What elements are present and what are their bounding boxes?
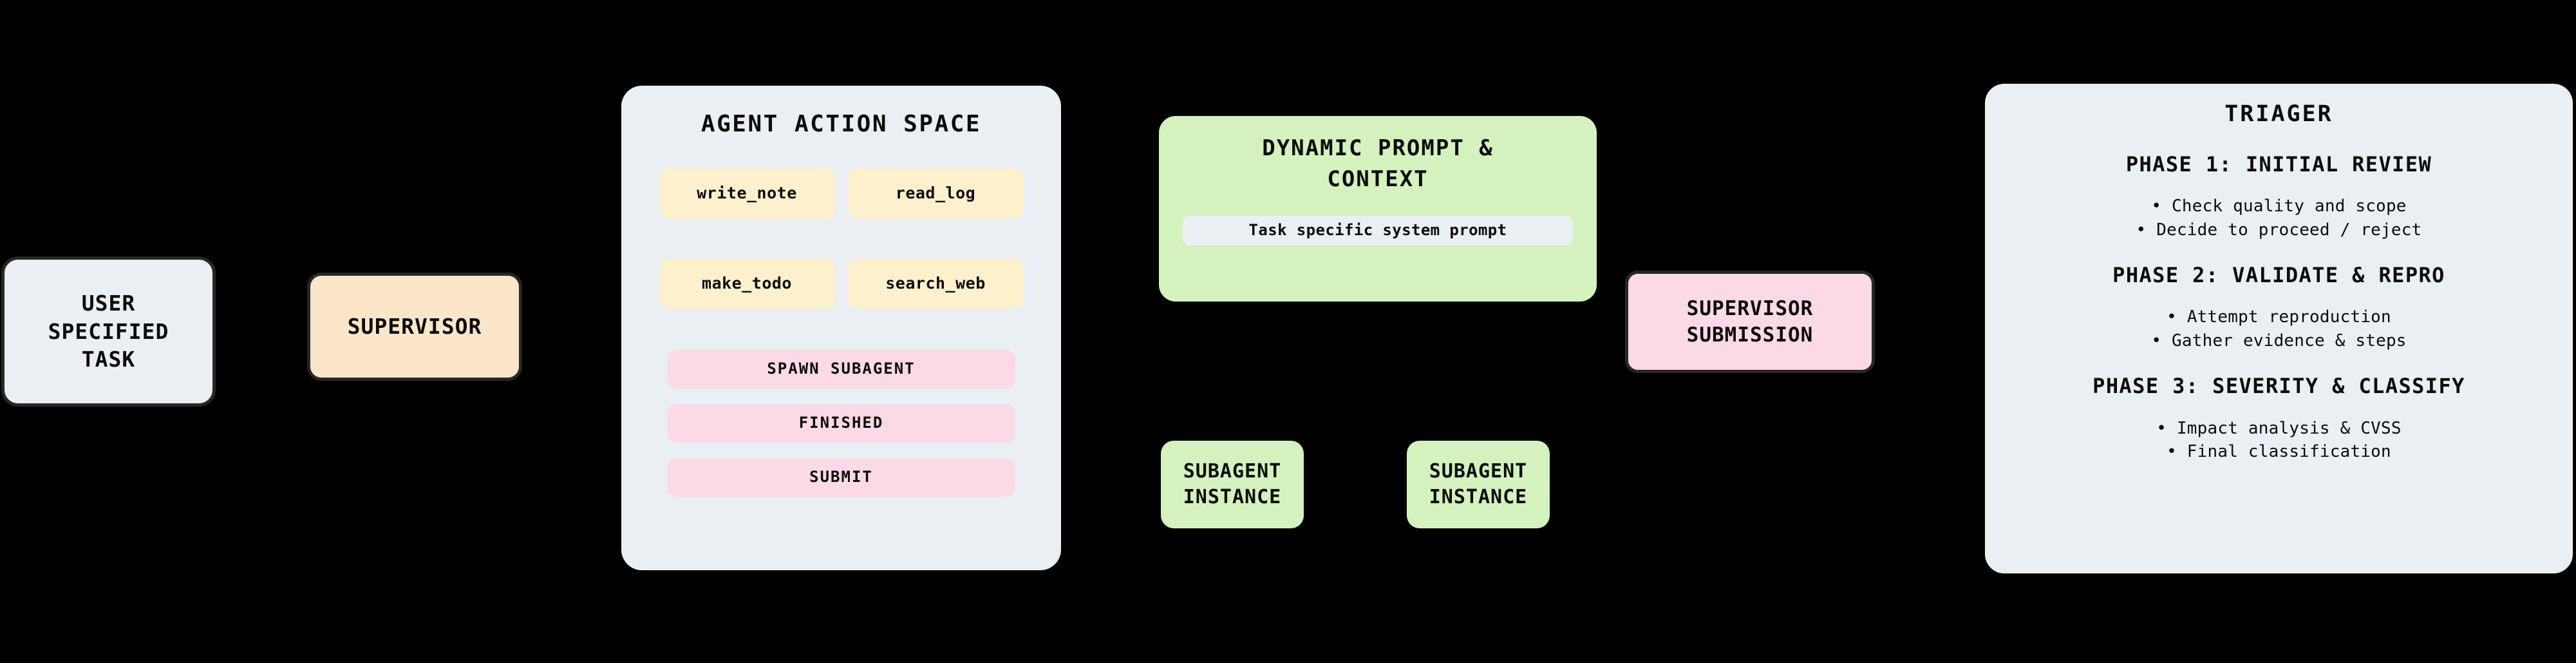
action-pill-read-log[interactable]: read_log [847,168,1024,218]
action-space-title: AGENT ACTION SPACE [700,111,982,137]
action-pill-submit[interactable]: SUBMIT [667,457,1015,497]
triager-phase-3-heading: PHASE 3: SEVERITY & CLASSIFY [2092,374,2465,399]
subagent-2-line-2: INSTANCE [1429,486,1528,508]
triager-phase-3-bullets: • Impact analysis & CVSS • Final classif… [2156,417,2401,465]
triager-phase-1: PHASE 1: INITIAL REVIEW • Check quality … [1985,151,2573,262]
user-task-line-1: USER [81,291,136,316]
action-pill-write-note[interactable]: write_note [659,168,835,218]
triager-phase-2-bullet-1: • Attempt reproduction [2167,307,2391,327]
action-pill-search-web[interactable]: search_web [847,258,1024,309]
subagent-1-line-2: INSTANCE [1183,486,1282,508]
action-pill-spawn-subagent[interactable]: SPAWN SUBAGENT [667,349,1015,389]
control-row-spacer [621,325,1061,350]
triager-phase-1-bullets: • Check quality and scope • Decide to pr… [2136,195,2422,242]
task-specific-system-prompt-box[interactable]: Task specific system prompt [1183,215,1573,245]
node-supervisor-submission[interactable]: SUPERVISOR SUBMISSION [1625,271,1875,373]
triager-phase-2-bullets: • Attempt reproduction • Gather evidence… [2151,305,2406,353]
triager-phase-2: PHASE 2: VALIDATE & REPRO • Attempt repr… [1985,262,2573,372]
action-pill-make-todo[interactable]: make_todo [659,258,835,309]
dynamic-prompt-title-line-1: DYNAMIC PROMPT & [1262,135,1494,161]
tool-row-spacer [621,235,1061,258]
node-supervisor[interactable]: SUPERVISOR [307,273,522,381]
panel-triager: TRIAGER PHASE 1: INITIAL REVIEW • Check … [1985,84,2573,573]
dynamic-prompt-title-line-2: CONTEXT [1327,166,1429,193]
node-subagent-instance-1[interactable]: SUBAGENT INSTANCE [1161,441,1304,528]
dynamic-prompt-title: DYNAMIC PROMPT & CONTEXT [1262,133,1494,195]
triager-phase-2-bullet-2: • Gather evidence & steps [2151,331,2407,351]
triager-phase-3: PHASE 3: SEVERITY & CLASSIFY • Impact an… [1985,372,2573,483]
supervisor-submission-line-1: SUPERVISOR [1686,296,1814,320]
triager-phase-2-heading: PHASE 2: VALIDATE & REPRO [2112,263,2445,288]
action-space-tool-row-2: make_todo search_web [621,258,1061,309]
subagent-2-line-1: SUBAGENT [1429,460,1528,483]
panel-agent-action-space: AGENT ACTION SPACE write_note read_log m… [621,86,1061,570]
triager-title: TRIAGER [2224,101,2333,127]
triager-phase-1-bullet-1: • Check quality and scope [2151,197,2407,216]
subagent-1-line-1: SUBAGENT [1183,460,1282,483]
user-task-line-2: SPECIFIED [48,318,169,344]
triager-phase-3-bullet-2: • Final classification [2167,442,2391,462]
user-task-line-3: TASK [81,347,136,372]
triager-phase-1-bullet-2: • Decide to proceed / reject [2136,220,2422,240]
action-pill-finished[interactable]: FINISHED [667,403,1015,443]
panel-dynamic-prompt-context: DYNAMIC PROMPT & CONTEXT Task specific s… [1159,116,1597,302]
supervisor-label: SUPERVISOR [347,314,482,340]
action-space-tool-row-1: write_note read_log [621,168,1061,218]
triager-phase-1-heading: PHASE 1: INITIAL REVIEW [2125,152,2432,177]
triager-phase-3-bullet-1: • Impact analysis & CVSS [2156,418,2402,438]
supervisor-submission-line-2: SUBMISSION [1686,323,1814,347]
node-subagent-instance-2[interactable]: SUBAGENT INSTANCE [1407,441,1550,528]
node-user-specified-task[interactable]: USER SPECIFIED TASK [1,256,216,407]
